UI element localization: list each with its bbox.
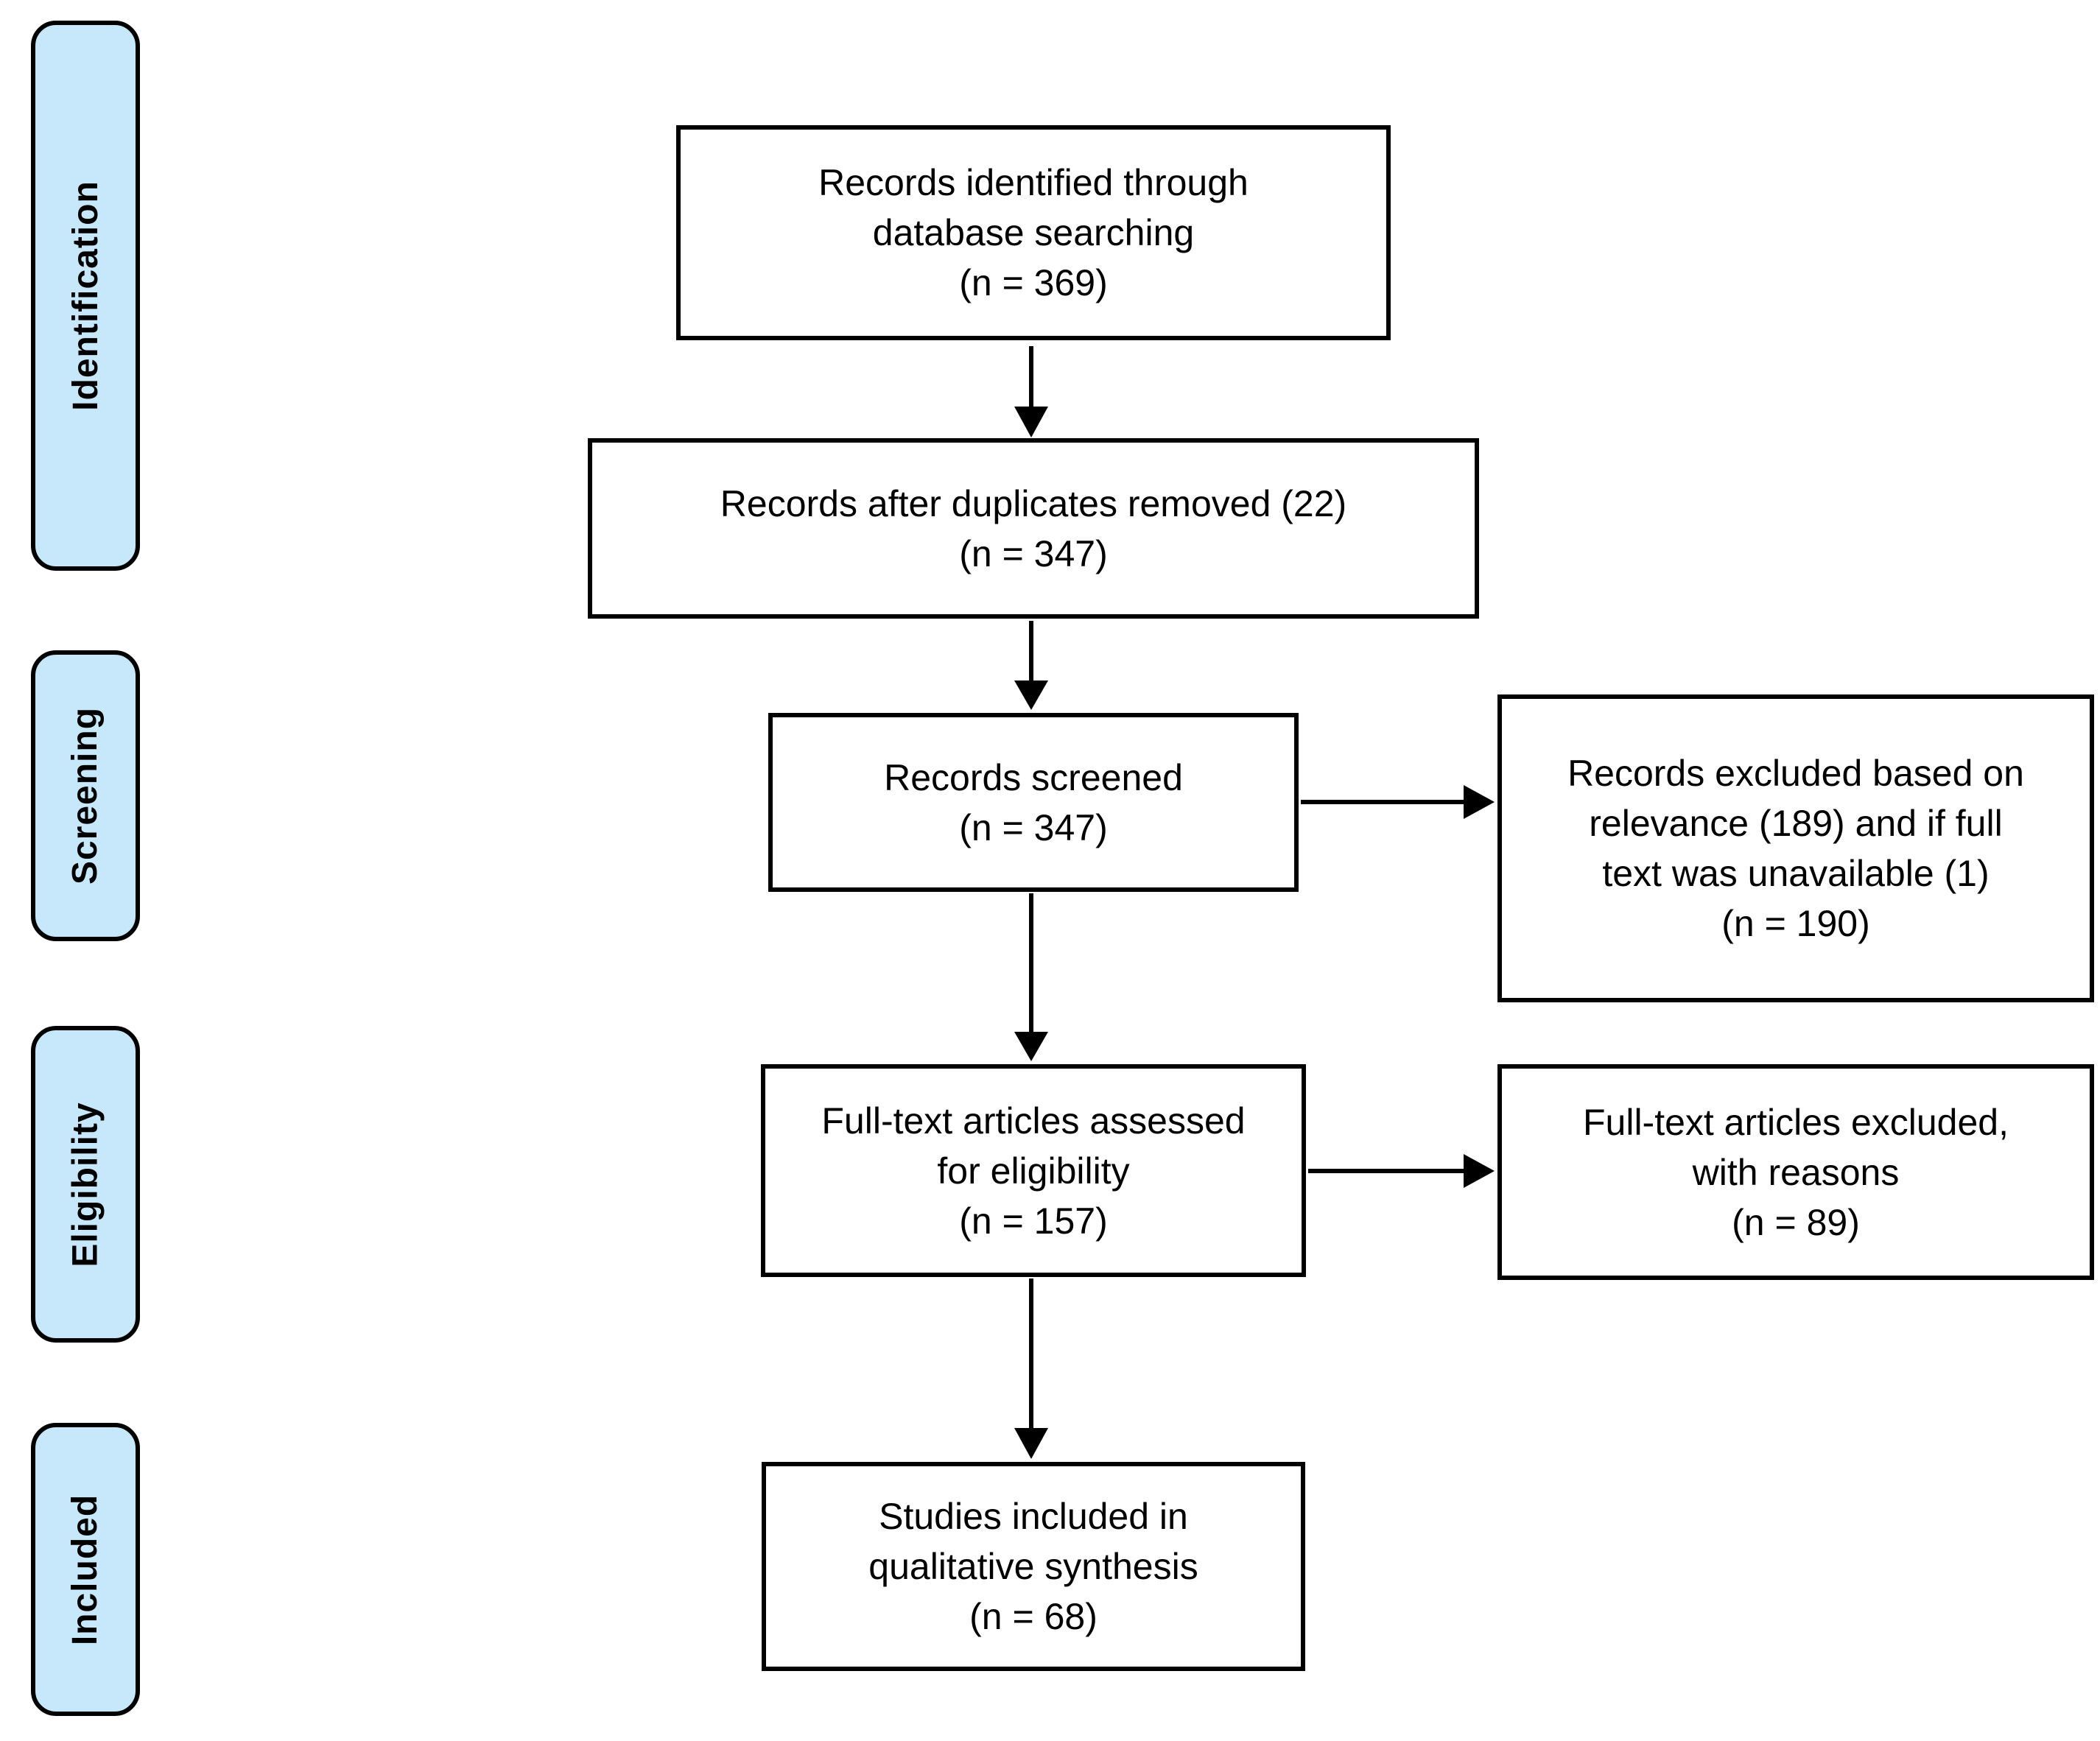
box-duplicates-removed-count: (n = 347) xyxy=(959,532,1108,574)
box-records-identified-line1: Records identified through xyxy=(818,162,1249,203)
box-records-excluded-line2: relevance (189) and if full xyxy=(1589,803,2003,844)
stage-eligibility: Eligibility xyxy=(31,1026,140,1343)
box-fulltext-excluded-count: (n = 89) xyxy=(1732,1201,1860,1243)
stage-identification-label: Identification xyxy=(66,180,105,411)
box-fulltext-excluded-line2: with reasons xyxy=(1692,1151,1900,1193)
box-records-screened: Records screened (n = 347) xyxy=(768,713,1299,892)
box-records-screened-count: (n = 347) xyxy=(959,806,1108,848)
arrowhead-duplicates-to-screened xyxy=(1014,680,1048,710)
arrowhead-fulltext-to-excluded xyxy=(1464,1154,1495,1188)
arrowhead-fulltext-to-included xyxy=(1014,1428,1048,1459)
arrowhead-identified-to-duplicates xyxy=(1014,407,1048,437)
stage-included: Included xyxy=(31,1423,140,1716)
stage-identification: Identification xyxy=(31,21,140,571)
stage-screening: Screening xyxy=(31,650,140,941)
stage-screening-label: Screening xyxy=(66,706,105,885)
box-studies-included-line1: Studies included in xyxy=(879,1496,1188,1537)
arrowhead-screened-to-fulltext xyxy=(1014,1032,1048,1061)
box-records-screened-line1: Records screened xyxy=(884,756,1183,798)
box-records-identified-count: (n = 369) xyxy=(959,262,1108,303)
box-fulltext-assessed-line2: for eligibility xyxy=(937,1150,1130,1192)
box-records-excluded: Records excluded based on relevance (189… xyxy=(1497,694,2094,1002)
box-records-excluded-count: (n = 190) xyxy=(1721,903,1870,944)
box-fulltext-assessed-line1: Full-text articles assessed xyxy=(821,1100,1246,1142)
box-studies-included: Studies included in qualitative synthesi… xyxy=(762,1462,1305,1671)
stage-included-label: Included xyxy=(66,1494,105,1645)
box-duplicates-removed: Records after duplicates removed (22) (n… xyxy=(588,438,1479,619)
box-studies-included-count: (n = 68) xyxy=(969,1596,1098,1637)
box-studies-included-line2: qualitative synthesis xyxy=(868,1546,1198,1587)
box-fulltext-excluded: Full-text articles excluded, with reason… xyxy=(1497,1064,2094,1280)
box-records-identified: Records identified through database sear… xyxy=(676,125,1391,340)
box-fulltext-assessed-count: (n = 157) xyxy=(959,1200,1108,1242)
stage-eligibility-label: Eligibility xyxy=(66,1101,105,1267)
box-fulltext-excluded-line1: Full-text articles excluded, xyxy=(1582,1101,2009,1143)
box-fulltext-assessed: Full-text articles assessed for eligibil… xyxy=(761,1064,1306,1277)
arrowhead-screened-to-excluded xyxy=(1464,785,1495,819)
box-records-excluded-line1: Records excluded based on xyxy=(1567,753,2024,794)
box-duplicates-removed-line1: Records after duplicates removed (22) xyxy=(720,482,1347,524)
box-records-excluded-line3: text was unavailable (1) xyxy=(1602,853,1990,894)
box-records-identified-line2: database searching xyxy=(872,212,1195,253)
